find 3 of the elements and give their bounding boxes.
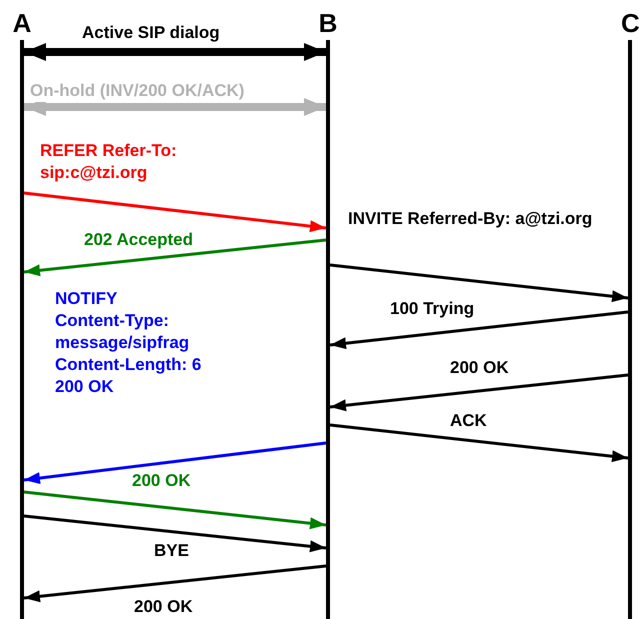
participant-label: B bbox=[318, 8, 338, 38]
participant-label: C bbox=[621, 8, 639, 38]
participant-label: A bbox=[12, 8, 32, 38]
